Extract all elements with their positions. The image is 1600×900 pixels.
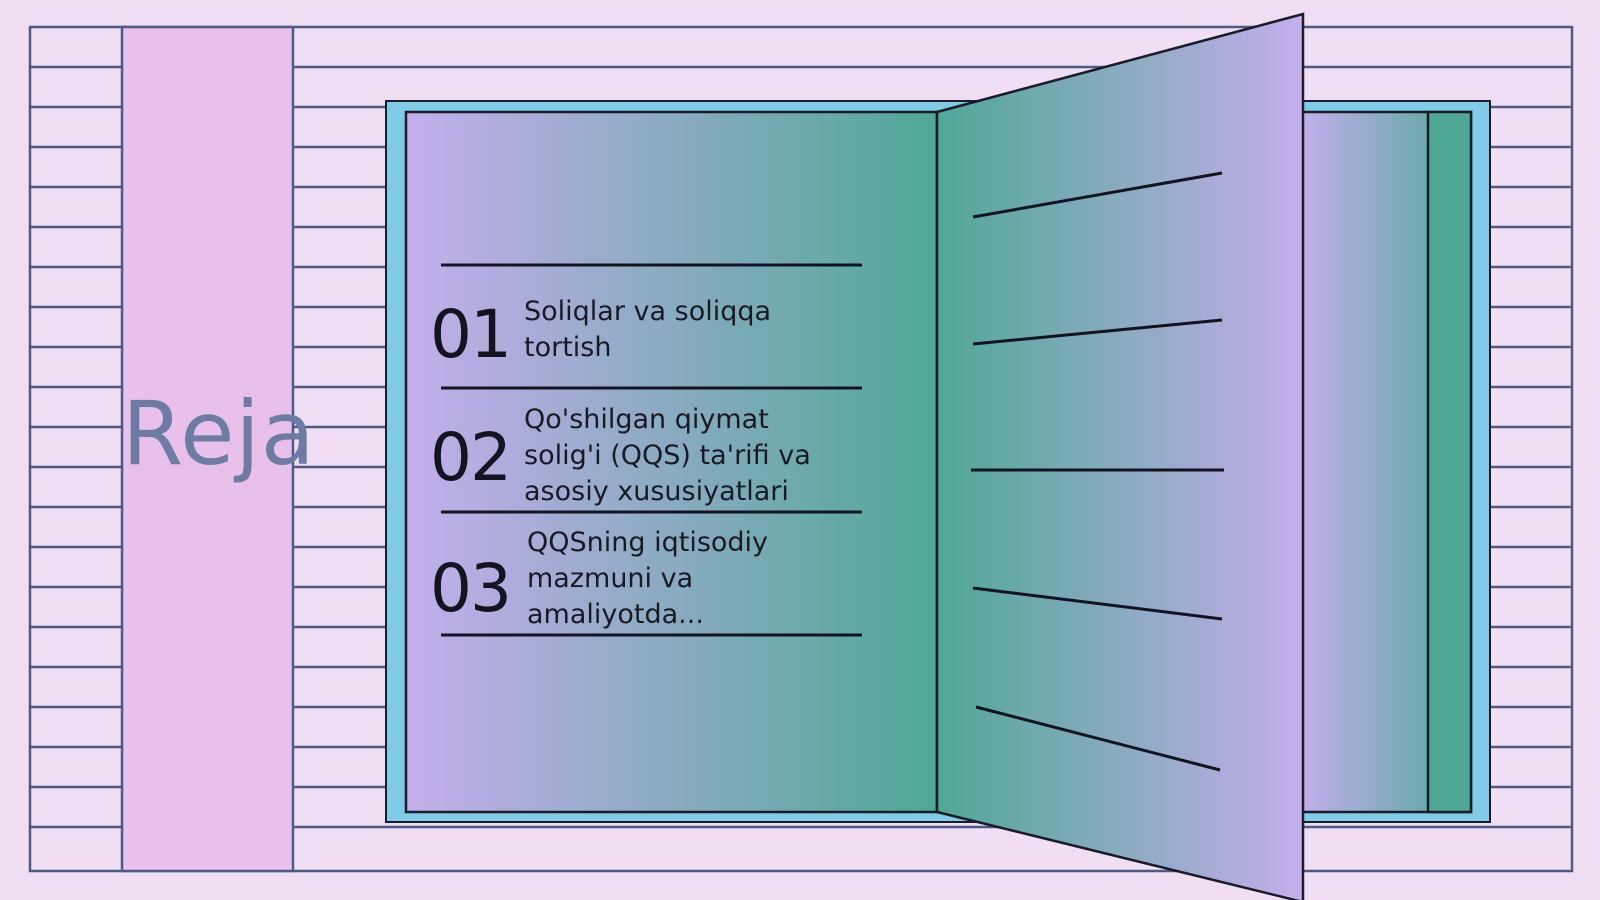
slide-title: Reja: [122, 382, 316, 485]
item-number-2: 02: [430, 419, 512, 496]
list-separators: [441, 263, 862, 637]
bookmark-ribbon: [120, 25, 295, 873]
item-text-3: QQSning iqtisodiy mazmuni va amaliyotda.…: [527, 527, 769, 630]
item-text-2: Qo'shilgan qiymat solig'i (QQS) ta'rifi …: [524, 404, 811, 507]
open-book: [385, 12, 1491, 900]
item-number-1: 01: [430, 296, 512, 373]
left-page: [404, 110, 939, 814]
item-number-3: 03: [430, 550, 512, 627]
page-lines: [971, 171, 1224, 772]
item-text-1: Soliqlar va soliqqa tortish: [524, 296, 772, 363]
turning-page: [935, 12, 1305, 900]
